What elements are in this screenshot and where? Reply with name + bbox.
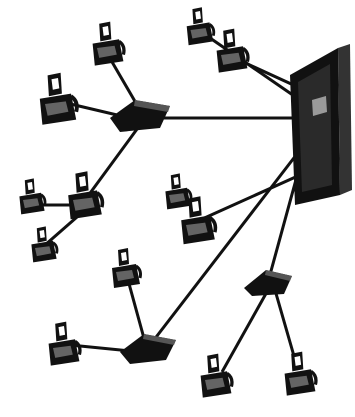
phone-icon bbox=[68, 171, 102, 219]
phone-icon bbox=[31, 226, 57, 262]
phone-icon bbox=[40, 73, 77, 125]
phone-icon bbox=[112, 248, 141, 288]
switch-icon bbox=[244, 270, 292, 296]
phone-icon bbox=[165, 173, 191, 209]
phone-icon bbox=[285, 352, 316, 396]
server-icon bbox=[290, 44, 352, 205]
switch-icon bbox=[110, 100, 170, 132]
phone-icon bbox=[19, 178, 45, 214]
phone-icon bbox=[93, 22, 124, 66]
phone-icon bbox=[187, 7, 214, 45]
phone-icon bbox=[217, 29, 248, 73]
switch-icon bbox=[120, 334, 176, 364]
phone-icon bbox=[49, 322, 80, 366]
